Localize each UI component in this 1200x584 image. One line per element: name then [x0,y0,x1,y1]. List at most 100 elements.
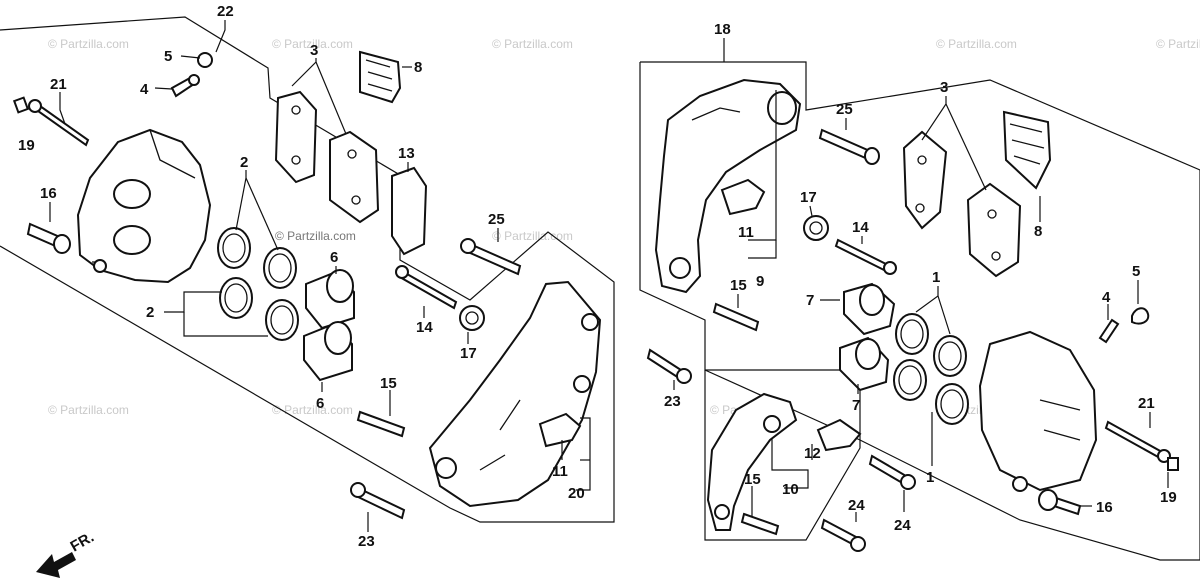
left-pad-shim [391,166,428,256]
callout-18-upper: 18 [714,21,731,38]
right-bleeder-screw [1098,318,1120,344]
callout-21: 21 [1138,395,1155,412]
callout-13: 13 [398,145,415,162]
right-bracket-bolt-25 [818,128,880,165]
left-pad-spring [359,50,402,104]
left-bleeder-screw [170,74,200,98]
left-pistons [303,269,355,382]
right-leader-lines [673,38,1169,522]
right-pin-boot [803,215,829,241]
right-callout-labels: 18 3 25 17 8 11 9 14 1 5 15 7 4 23 7 21 … [664,21,1177,534]
watermark-text: © Partzilla.com [272,37,353,51]
callout-20: 20 [568,485,585,502]
callout-15-lower: 15 [744,471,761,488]
callout-5: 5 [1132,263,1140,280]
callout-10: 10 [782,481,799,498]
left-caliper-body [76,128,212,284]
left-pad-retainer [538,412,582,448]
left-pin-boot [459,305,485,331]
callout-24-lower: 24 [894,517,911,534]
right-pad-retainer-upper [720,178,766,216]
front-arrow-icon [36,552,76,578]
callout-24-upper: 24 [848,497,865,514]
callout-2-lower: 2 [146,304,154,321]
right-pad-spring [1002,110,1052,190]
right-mount-bolt-23 [646,348,692,384]
callout-15: 15 [380,375,397,392]
right-upper-bracket [654,78,802,294]
right-pad-pin-bolt [1104,420,1179,471]
front-direction-indicator: FR. [36,529,97,578]
watermark-text: © Partzilla.com [1156,37,1200,51]
right-mount-bolt-24-lower [820,518,866,552]
watermark-text: © Partzilla.com [936,37,1017,51]
left-brake-pad-inner [329,130,380,224]
left-callout-labels: 22 5 4 3 8 21 19 2 13 16 25 6 2 14 17 6 … [18,3,585,550]
left-caliper-bracket [428,280,602,508]
callout-8: 8 [414,59,422,76]
right-caliper-body [978,330,1098,492]
watermark-text: © Partzilla.com [492,37,573,51]
right-bracket-pin-upper [712,302,760,332]
right-caliper-assembly: 18 3 25 17 8 11 9 14 1 5 15 7 4 23 7 21 … [639,21,1200,561]
right-piston-seals [893,313,969,425]
callout-7-lower: 7 [852,397,860,414]
callout-6-lower: 6 [316,395,324,412]
callout-14: 14 [416,319,433,336]
left-slide-pin [395,265,458,310]
callout-19: 19 [1160,489,1177,506]
left-bracket-bolt-25 [460,238,522,276]
right-bracket-frame [704,369,861,541]
left-brake-pad-outer [274,90,318,184]
callout-23: 23 [358,533,375,550]
right-lower-bracket [706,392,798,531]
left-bleeder-cap [197,52,213,68]
watermark-text: © Partzilla.com [492,229,573,243]
watermark-text: © Partzilla.com [48,403,129,417]
left-pad-pin-bolt [12,96,90,147]
left-assembly-frame [0,16,615,523]
left-caliper-assembly: 22 5 4 3 8 21 19 2 13 16 25 6 2 14 17 6 … [0,3,615,550]
callout-4: 4 [1102,289,1111,306]
right-mount-bolt-24-upper [868,454,916,490]
left-bracket-pin-15 [356,410,406,438]
right-assembly-frame [639,61,1200,561]
right-pistons [839,282,896,392]
callout-16: 16 [40,185,57,202]
callout-7-upper: 7 [806,292,814,309]
callout-25: 25 [836,101,853,118]
watermark-text: © Partzilla.com [272,403,353,417]
callout-4: 4 [140,81,149,98]
callout-3: 3 [940,79,948,96]
callout-22: 22 [217,3,234,20]
callout-1-upper: 1 [932,269,940,286]
watermark-text: © Partzilla.com [275,229,356,243]
watermark-text: © Partzilla.com [48,37,129,51]
left-mount-bolt-23 [350,482,406,520]
right-bracket-pin-lower [740,512,780,536]
right-caliper-bolt [1038,489,1082,516]
callout-3: 3 [310,42,318,59]
callout-2-upper: 2 [240,154,248,171]
callout-8: 8 [1034,223,1042,240]
callout-17: 17 [800,189,817,206]
callout-19: 19 [18,137,35,154]
left-piston-seals [217,227,299,341]
callout-21: 21 [50,76,67,93]
callout-5: 5 [164,48,172,65]
left-caliper-bolt [26,222,71,254]
callout-11-upper: 11 [738,224,754,241]
callout-25: 25 [488,211,505,228]
callout-17: 17 [460,345,477,362]
left-leader-lines [49,20,591,532]
callout-23: 23 [664,393,681,410]
right-brake-pad-inner [966,182,1022,278]
right-bleeder-cap [1131,307,1150,325]
callout-12: 12 [804,445,821,462]
front-direction-label: FR. [68,529,97,556]
right-slide-pin [834,238,897,275]
callout-15-upper: 15 [730,277,747,294]
callout-14: 14 [852,219,869,236]
callout-9: 9 [756,273,764,290]
